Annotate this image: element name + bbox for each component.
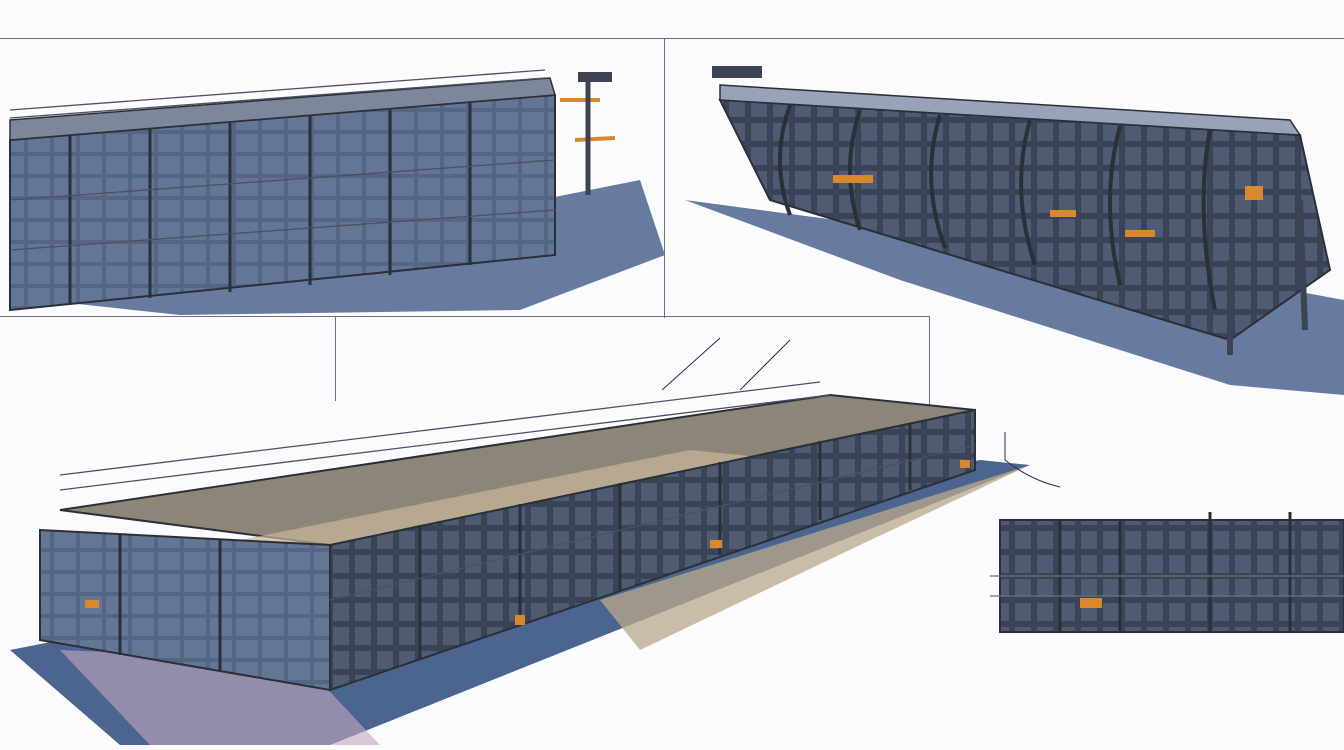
floor-shadow-tr — [685, 200, 1344, 395]
frame-top-left — [0, 38, 665, 39]
floor-center-light — [600, 465, 1030, 650]
leader-arrow-right — [1004, 432, 1061, 488]
roof-panels — [240, 450, 790, 545]
frame-mid-divider — [335, 316, 336, 401]
leader-line-1 — [661, 337, 721, 391]
building-view-top-right — [685, 66, 1344, 395]
frame-mid — [0, 316, 930, 317]
frame-divider-vertical — [664, 38, 665, 318]
building-view-top-left — [9, 69, 665, 315]
roof-tr — [719, 84, 1302, 136]
building-detail-bottom-right — [990, 512, 1344, 633]
roof-tl — [9, 77, 556, 141]
frame-mid-right-divider — [929, 316, 930, 406]
building-view-center — [10, 337, 1061, 745]
front-center — [329, 408, 976, 692]
frame-top-right — [665, 38, 1344, 39]
leader-line-2 — [739, 339, 791, 391]
